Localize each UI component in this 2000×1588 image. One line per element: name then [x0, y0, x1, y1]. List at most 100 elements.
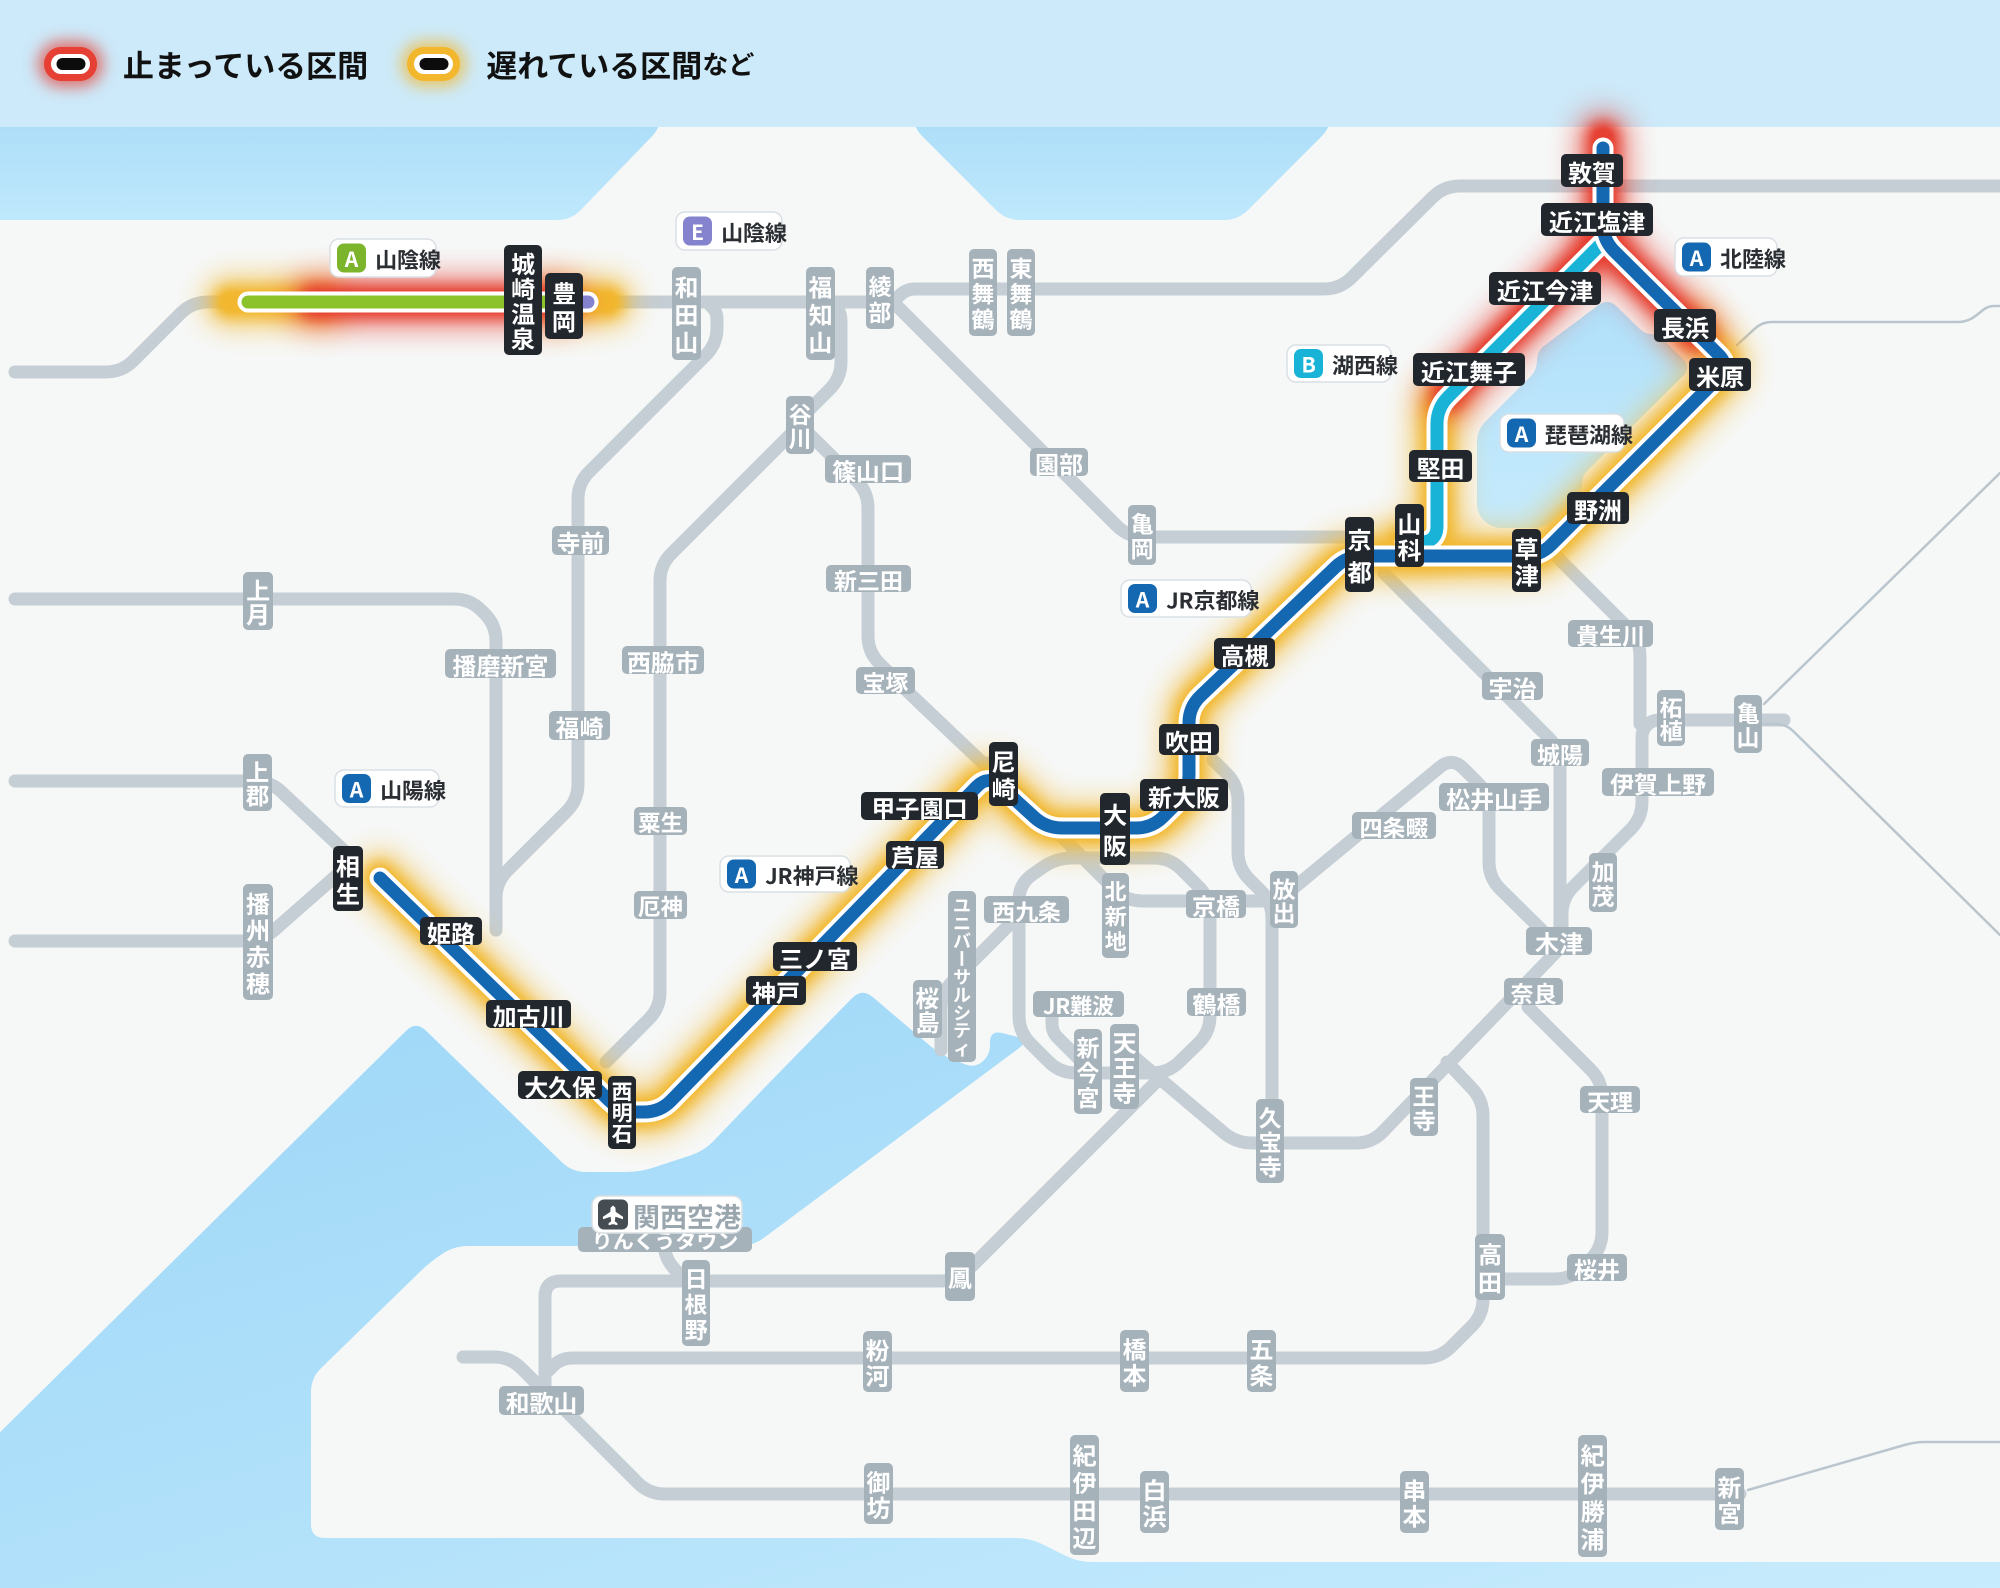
station-橋本: 橋本	[1120, 1330, 1149, 1392]
station-放出: 放出	[1270, 871, 1298, 928]
station-char: 伊	[1581, 1465, 1605, 1500]
station-char: ィ	[953, 1035, 971, 1061]
station-box	[913, 980, 942, 1038]
station-五条: 五条	[1247, 1330, 1276, 1392]
rail-osaka-higashi-line	[1206, 753, 1279, 1135]
station-char: 州	[246, 911, 270, 946]
station-米原: 米原	[1689, 358, 1751, 393]
legend-stopped-label: 止まっている区間	[123, 41, 369, 86]
station-box	[1504, 978, 1563, 1005]
station-京都: 京都	[1345, 517, 1374, 592]
station-label: 宇治	[1489, 670, 1537, 705]
station-box	[1070, 1435, 1099, 1555]
station-大阪: 大阪	[1100, 793, 1130, 865]
station-char: 勝	[1581, 1493, 1605, 1528]
station-char: 綾	[869, 268, 892, 302]
station-上郡: 上郡	[243, 754, 272, 811]
station-char: 浦	[1581, 1521, 1605, 1556]
station-char: 坊	[867, 1489, 891, 1524]
station-label: 福崎	[556, 709, 604, 744]
station-伊賀上野: 伊賀上野	[1602, 766, 1714, 801]
station-敦賀: 敦賀	[1561, 154, 1623, 189]
line-name: JR京都線	[1166, 584, 1260, 616]
station-box	[243, 884, 273, 1000]
station-西九条: 西九条	[984, 894, 1069, 928]
station-大久保: 大久保	[518, 1069, 602, 1104]
station-box	[486, 1000, 571, 1028]
station-城陽: 城陽	[1531, 737, 1589, 771]
station-福知山: 福知山	[806, 267, 835, 360]
station-char: 月	[246, 596, 270, 631]
station-char: ー	[949, 950, 975, 968]
station-box	[1715, 1468, 1744, 1530]
station-box	[1589, 853, 1617, 912]
station-篠山口: 篠山口	[825, 453, 911, 488]
station-宝塚: 宝塚	[856, 665, 915, 699]
station-box	[1409, 450, 1472, 482]
rail-bantan	[489, 295, 724, 937]
station-box	[984, 896, 1069, 923]
station-box	[773, 942, 857, 971]
line-symbol-A	[337, 243, 366, 273]
station-label: 姫路	[427, 915, 475, 950]
station-日根野: 日根野	[682, 1260, 710, 1346]
station-貴生川: 貴生川	[1568, 618, 1653, 652]
station-char: 白	[1143, 1472, 1167, 1507]
station-label: 近江舞子	[1421, 353, 1517, 388]
station-char: 都	[1348, 553, 1372, 588]
station-box	[989, 742, 1018, 806]
station-東舞鶴: 東舞鶴	[1007, 249, 1035, 336]
station-char: 豊	[552, 275, 576, 310]
station-label: 京橋	[1192, 888, 1240, 923]
station-芦屋: 芦屋	[886, 839, 944, 874]
station-char: 紀	[1073, 1436, 1098, 1471]
station-char: 加	[1592, 853, 1615, 887]
rail-cont-shingu-east	[1746, 1440, 2000, 1492]
station-label: 奈良	[1510, 976, 1557, 1010]
station-char: 京	[1348, 521, 1372, 556]
station-char: 本	[1122, 1357, 1147, 1392]
legend-strip-background	[0, 0, 2000, 127]
station-label: 桜井	[1574, 1252, 1620, 1286]
stations: 城崎温泉豊岡敦賀近江塩津近江今津近江舞子長浜米原堅田野洲草津山科京都高槻吹田新大…	[243, 154, 1762, 1557]
station-char: 亀	[1737, 695, 1760, 729]
station-box	[1247, 1330, 1276, 1392]
station-box	[1734, 695, 1762, 753]
station-char: 高	[1478, 1236, 1502, 1271]
line-name: 山陰線	[721, 216, 787, 248]
station-box	[333, 846, 363, 911]
station-串本: 串本	[1400, 1471, 1429, 1533]
station-加古川: 加古川	[486, 998, 571, 1033]
station-高田: 高田	[1475, 1234, 1505, 1300]
station-char: 科	[1398, 531, 1422, 566]
station-label: 西九条	[992, 894, 1061, 928]
station-char: 山	[675, 324, 699, 359]
station-播磨新宮: 播磨新宮	[445, 647, 556, 682]
station-char: 穂	[246, 964, 270, 999]
station-char: ニ	[953, 910, 971, 936]
station-box	[746, 976, 806, 1005]
station-char: 田	[675, 296, 699, 331]
station-box	[1410, 1078, 1438, 1136]
station-label: 甲子園口	[872, 790, 968, 825]
station-char: 山	[809, 324, 833, 359]
station-北新地: 北新地	[1102, 873, 1129, 958]
line-symbol-E	[683, 216, 712, 246]
station-柘植: 柘植	[1657, 690, 1685, 747]
station-char: 播	[246, 885, 270, 920]
station-box	[1512, 529, 1541, 592]
station-木津: 木津	[1526, 925, 1592, 960]
station-box	[1561, 154, 1623, 187]
station-char: ル	[953, 981, 971, 1007]
station-char: 鶴	[1010, 301, 1033, 335]
station-box	[622, 646, 704, 674]
station-box	[1030, 448, 1088, 476]
station-char: 島	[916, 1004, 940, 1039]
station-粉河: 粉河	[863, 1331, 892, 1392]
station-box	[1654, 309, 1716, 342]
station-box	[682, 1260, 710, 1346]
station-box	[1007, 249, 1035, 336]
